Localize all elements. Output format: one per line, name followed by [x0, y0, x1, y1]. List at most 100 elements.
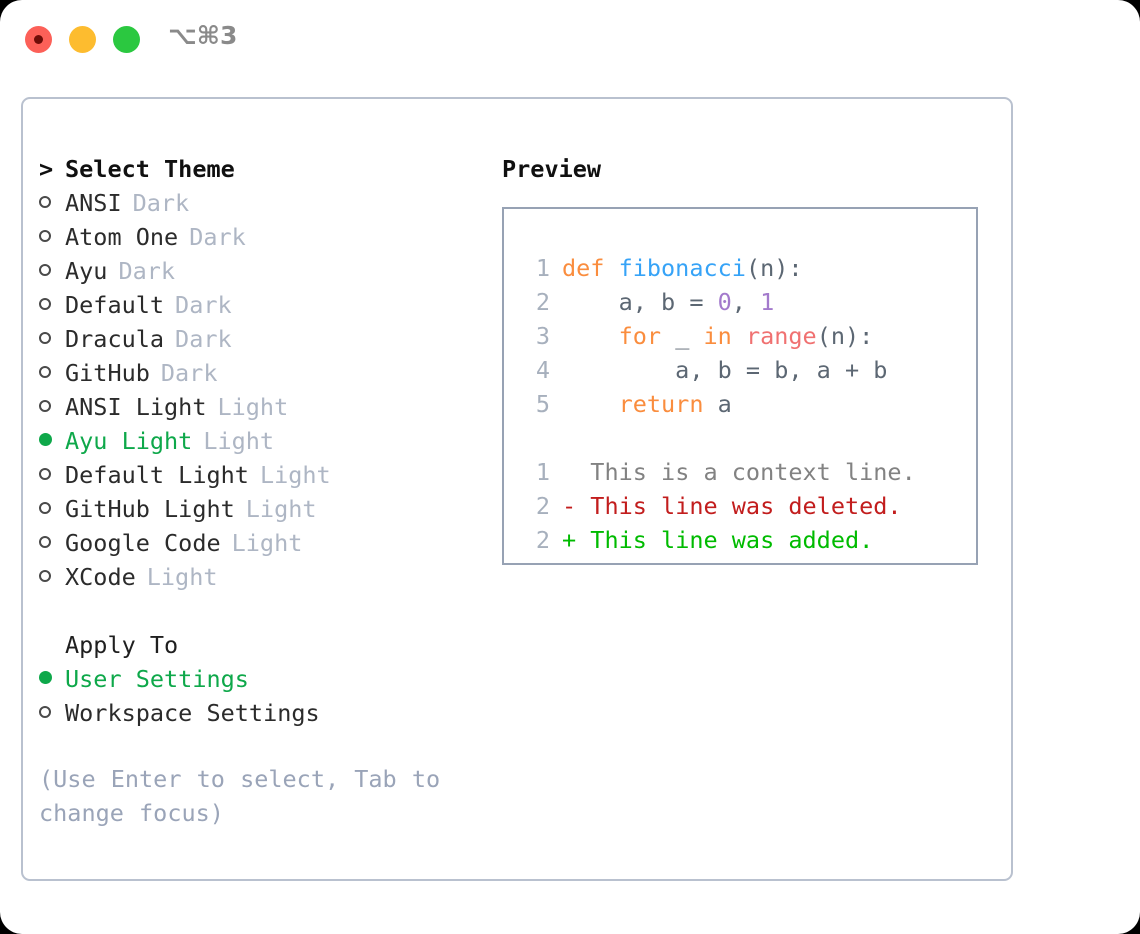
code-token-pl: (n): [745, 254, 803, 282]
theme-option-default[interactable]: Default Dark [39, 288, 489, 322]
radio-unselected-icon [39, 526, 65, 560]
theme-option-name: ANSI [65, 189, 122, 217]
traffic-light-group [25, 26, 140, 53]
code-line: 5 return a [504, 387, 976, 421]
code-token-pl: , [731, 288, 761, 316]
radio-unselected-icon [39, 356, 65, 390]
preview-title: Preview [502, 155, 602, 183]
theme-option-name: GitHub Light [65, 495, 235, 523]
diff-line-ctx: 1 This is a context line. [504, 455, 976, 489]
code-blank-line [504, 421, 976, 455]
code-token-kw: def [562, 254, 619, 282]
code-token-pl: a, b = b, a + b [562, 356, 888, 384]
radio-unselected-icon [39, 458, 65, 492]
theme-option-category: Light [146, 563, 218, 591]
radio-unselected-icon [39, 254, 65, 288]
radio-unselected-icon [39, 322, 65, 356]
code-token-kw: return [618, 390, 704, 418]
code-line-number: 5 [535, 390, 550, 418]
theme-option-github-light[interactable]: GitHub Light Light [39, 492, 489, 526]
theme-option-atom-one[interactable]: Atom One Dark [39, 220, 489, 254]
theme-option-category: Dark [175, 291, 232, 319]
apply-to-title: Apply To [65, 631, 179, 659]
theme-option-category: Light [245, 495, 317, 523]
diff-line-text: This is a context line. [576, 458, 916, 486]
code-token-kw: for [618, 322, 662, 350]
code-line-content: for _ in range(n): [562, 319, 874, 353]
code-token-pl [732, 322, 746, 350]
code-token-pl: (n): [816, 322, 874, 350]
radio-unselected-icon [39, 492, 65, 526]
keyboard-hint-text: (Use Enter to select, Tab to change focu… [39, 765, 441, 827]
apply-to-option-user-settings[interactable]: User Settings [39, 662, 489, 696]
code-token-pl: _ [661, 322, 704, 350]
theme-option-name: GitHub [65, 359, 150, 387]
apply-to-option-workspace-settings[interactable]: Workspace Settings [39, 696, 489, 730]
diff-line-add: 2+ This line was added. [504, 523, 976, 557]
theme-option-category: Light [203, 427, 275, 455]
radio-unselected-icon [39, 186, 65, 220]
radio-selected-icon [39, 424, 65, 458]
theme-option-category: Light [231, 529, 303, 557]
theme-option-category: Dark [189, 223, 246, 251]
section-spacer [39, 594, 489, 628]
code-line-number: 2 [535, 288, 550, 316]
theme-option-ansi-light[interactable]: ANSI Light Light [39, 390, 489, 424]
diff-line-del: 2- This line was deleted. [504, 489, 976, 523]
radio-unselected-icon [39, 288, 65, 322]
code-token-pl [562, 322, 619, 350]
diff-line-sign: + [562, 526, 577, 554]
theme-option-category: Light [217, 393, 289, 421]
diff-sample: 1 This is a context line.2- This line wa… [504, 455, 976, 557]
code-line: 3 for _ in range(n): [504, 319, 976, 353]
code-line: 2 a, b = 0, 1 [504, 285, 976, 319]
radio-unselected-icon [39, 220, 65, 254]
theme-option-category: Light [259, 461, 331, 489]
code-token-bi: range [745, 322, 817, 350]
window-titlebar: ⌥⌘3 [0, 0, 1140, 78]
theme-option-default-light[interactable]: Default Light Light [39, 458, 489, 492]
code-line-number: 3 [535, 322, 550, 350]
theme-option-name: Ayu Light [65, 427, 193, 455]
code-token-pl: a, b = [562, 288, 718, 316]
diff-line-text: This line was added. [576, 526, 874, 554]
code-line-content: a, b = 0, 1 [562, 285, 775, 319]
theme-option-ayu-light[interactable]: Ayu Light Light [39, 424, 489, 458]
code-line-number: 4 [535, 356, 550, 384]
theme-option-name: Atom One [65, 223, 179, 251]
code-line-content: return a [562, 387, 732, 421]
theme-option-xcode[interactable]: XCode Light [39, 560, 489, 594]
radio-unselected-icon [39, 696, 65, 730]
theme-option-name: Default [65, 291, 165, 319]
theme-option-name: Ayu [65, 257, 108, 285]
keyboard-shortcut-label: ⌥⌘3 [168, 21, 238, 50]
zoom-button[interactable] [113, 26, 140, 53]
theme-option-name: ANSI Light [65, 393, 207, 421]
caret-icon: > [39, 155, 54, 183]
code-token-fn: fibonacci [618, 254, 746, 282]
theme-option-name: XCode [65, 563, 136, 591]
diff-line-sign: - [562, 492, 577, 520]
code-line: 4 a, b = b, a + b [504, 353, 976, 387]
close-button[interactable] [25, 26, 52, 53]
code-token-num: 1 [760, 288, 775, 316]
radio-unselected-icon [39, 390, 65, 424]
apply-to-option-label: User Settings [65, 665, 249, 693]
minimize-button[interactable] [69, 26, 96, 53]
theme-option-name: Default Light [65, 461, 249, 489]
diff-line-number: 1 [535, 458, 550, 486]
code-token-pl [562, 390, 619, 418]
apply-to-option-label: Workspace Settings [65, 699, 320, 727]
code-line-content: a, b = b, a + b [562, 353, 887, 387]
